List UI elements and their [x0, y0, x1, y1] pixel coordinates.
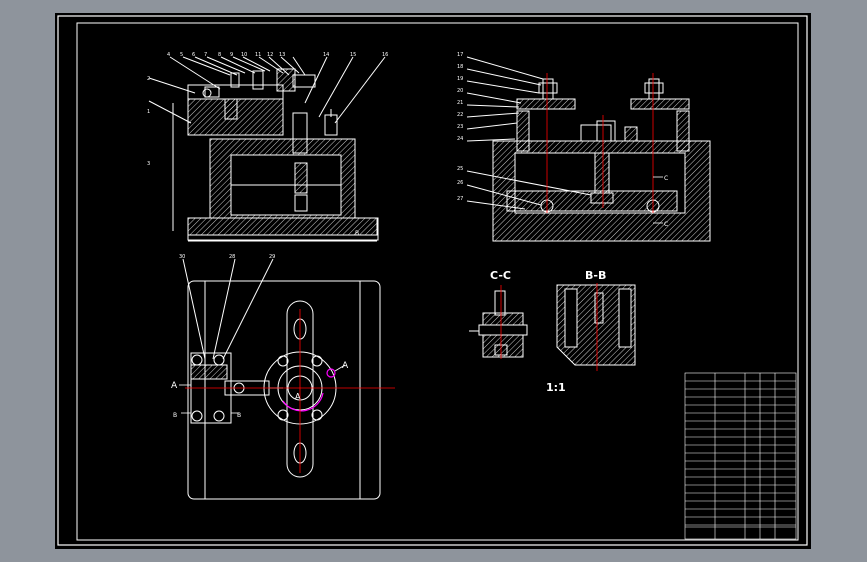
balloon-23: 23: [457, 124, 463, 130]
balloon-1: 1: [147, 109, 150, 115]
front-marker-b: B: [355, 230, 359, 237]
inner-frame: [76, 22, 799, 541]
side-marker-c-top: C: [664, 175, 668, 182]
plan-highlight: [282, 368, 336, 412]
plan-marker-a-right: A: [342, 361, 349, 371]
balloon-19: 19: [457, 76, 463, 82]
plan-slot: [286, 300, 314, 478]
plan-marker-b-right: B: [237, 412, 241, 419]
balloon-6: 6: [192, 52, 195, 58]
balloon-5: 5: [180, 52, 183, 58]
balloon-20: 20: [457, 88, 463, 94]
section-cc: [469, 290, 528, 358]
balloon-10: 10: [241, 52, 247, 58]
side-marker-c-bottom: C: [664, 221, 668, 228]
balloon-2: 2: [147, 76, 150, 82]
outer-frame: [57, 15, 808, 546]
balloon-17: 17: [457, 52, 463, 58]
section-bb: [556, 284, 636, 366]
balloon-13: 13: [279, 52, 285, 58]
plan-centerlines: [185, 309, 395, 473]
side-balloons: 17 18 19 20 21 22 23 24 25 26 27: [457, 52, 463, 202]
section-cc-title: C-C: [490, 269, 511, 282]
title-block: [684, 372, 797, 540]
plan-view: [182, 258, 381, 500]
balloon-24: 24: [457, 136, 463, 142]
balloon-15: 15: [350, 52, 356, 58]
balloon-4: 4: [167, 52, 170, 58]
plan-base-plate: [187, 280, 381, 500]
balloon-12: 12: [267, 52, 273, 58]
plan-section-markers: [179, 364, 346, 414]
front-view: [148, 56, 386, 242]
balloon-22: 22: [457, 112, 463, 118]
balloon-3: 3: [147, 161, 150, 167]
plan-marker-a-left: A: [171, 381, 178, 391]
plan-balloons: 28 29 30: [179, 254, 275, 260]
balloon-27: 27: [457, 196, 463, 202]
balloon-28: 28: [229, 254, 235, 260]
side-section-c: [653, 176, 663, 224]
plan-marker-a-center: A: [295, 392, 301, 401]
side-view: [466, 56, 711, 242]
balloon-30: 30: [179, 254, 185, 260]
balloon-18: 18: [457, 64, 463, 70]
balloon-14: 14: [323, 52, 329, 58]
section-bb-title: B-B: [585, 269, 606, 282]
scale-label: 1:1: [546, 381, 566, 394]
balloon-21: 21: [457, 100, 463, 106]
balloon-7: 7: [204, 52, 207, 58]
balloon-26: 26: [457, 180, 463, 186]
balloon-8: 8: [218, 52, 221, 58]
balloon-9: 9: [230, 52, 233, 58]
balloon-16: 16: [382, 52, 388, 58]
balloon-25: 25: [457, 166, 463, 172]
balloon-29: 29: [269, 254, 275, 260]
balloon-11: 11: [255, 52, 261, 58]
side-centerlines: [546, 73, 654, 213]
plan-marker-b-left: B: [173, 412, 177, 419]
